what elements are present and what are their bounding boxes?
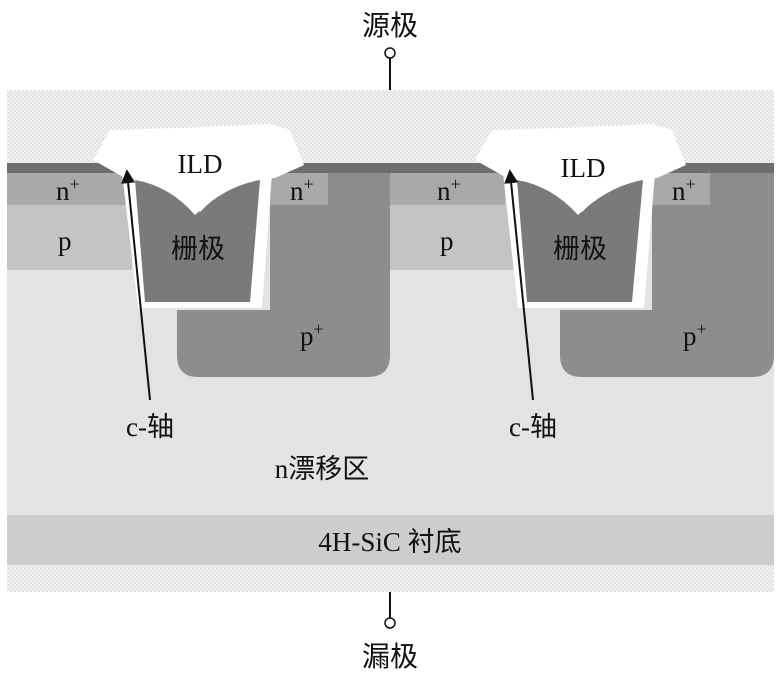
n-plus-superscript: + [70,174,80,194]
n-plus-region [390,173,505,205]
p-label: p [58,226,72,256]
n-plus-label: n+ [672,174,696,206]
gate-electrode [135,180,260,302]
substrate-label: 4H-SiC 衬底 [318,527,461,557]
c-axis-label: c-轴 [509,412,557,442]
cell-left [7,124,390,377]
source-label: 源极 [362,10,418,42]
n-plus-base: n [290,176,304,206]
p-plus-base: p [683,321,697,351]
p-plus-shield [177,173,390,377]
p-plus-label: p+ [683,319,707,351]
n-plus-region [270,173,328,205]
source-terminal-node [384,47,396,59]
n-plus-superscript: + [304,174,314,194]
n-plus-label: n+ [437,174,461,206]
c-axis-label: c-轴 [126,412,174,442]
c-axis-arrow [504,169,534,401]
c-axis-arrow [121,169,151,401]
p-plus-label: p+ [300,319,324,351]
p-plus-superscript: + [314,319,324,339]
n-plus-superscript: + [451,174,461,194]
cell-right [390,124,774,377]
substrate-layer [7,515,774,565]
n-plus-base: n [56,176,70,206]
n-plus-base: n [437,176,451,206]
n-drift-label: n漂移区 [275,454,370,484]
n-plus-superscript: + [686,174,696,194]
ild-label: ILD [178,149,223,179]
drain-metal [7,565,774,592]
n-plus-label: n+ [56,174,80,206]
gate-label: 栅极 [553,234,607,264]
p-plus-superscript: + [697,319,707,339]
ild-region [93,124,304,212]
p-plus-base: p [300,321,314,351]
n-plus-region [7,173,132,205]
n-plus-label: n+ [290,174,314,206]
gate-label: 栅极 [171,234,225,264]
p-label: p [440,226,454,256]
drain-terminal-node [384,617,396,629]
ild-label: ILD [561,153,606,183]
top-contact-line [7,163,774,173]
n-plus-base: n [672,176,686,206]
drain-label: 漏极 [362,641,418,673]
ild-region [475,124,686,212]
n-plus-region [652,173,710,205]
p-plus-shield [560,173,774,377]
gate-electrode [517,180,643,302]
